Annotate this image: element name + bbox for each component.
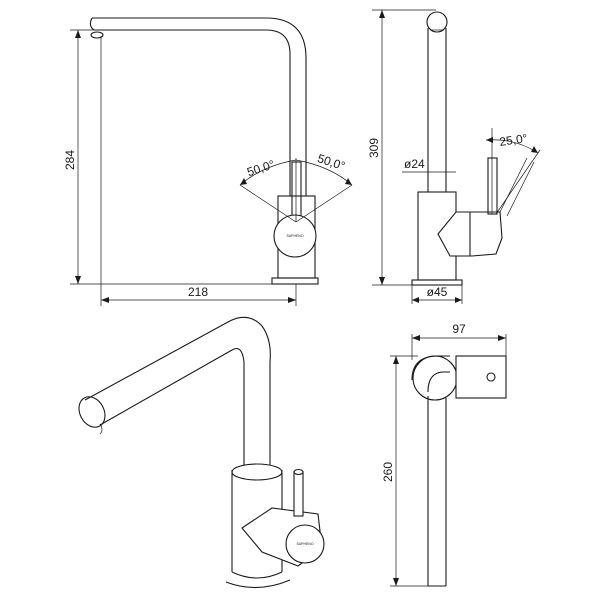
side-lever-tilted xyxy=(506,161,535,217)
iso-cartridge-cap xyxy=(285,524,325,564)
side-arrow xyxy=(412,297,419,303)
side-height-label: 309 xyxy=(367,138,381,158)
front-arrow xyxy=(75,30,81,38)
front-angle-line-left xyxy=(239,184,297,223)
side-angle-label: 25,0° xyxy=(499,131,529,149)
top-spout-bend-outer xyxy=(411,355,450,381)
iso-spout-aerator xyxy=(99,423,103,435)
front-arrow xyxy=(240,178,247,185)
iso-body-bottom xyxy=(231,571,283,579)
front-spout-aerator xyxy=(90,31,104,39)
top-arrow xyxy=(498,335,506,341)
iso-lever-top xyxy=(293,468,304,476)
top-width-label: 97 xyxy=(452,322,466,336)
front-angle-left-label: 50,0° xyxy=(245,157,276,179)
iso-spout-lower xyxy=(99,347,245,470)
front-cartridge-cap xyxy=(273,214,317,258)
front-spout-outer xyxy=(92,17,307,196)
front-brand-mark: SAPHENO xyxy=(286,234,303,238)
top-length-label: 260 xyxy=(381,462,395,482)
top-body-ring xyxy=(412,355,458,401)
side-arrow xyxy=(531,146,538,153)
side-base-plate xyxy=(411,279,463,286)
side-arrow xyxy=(379,277,385,285)
front-angle-line-right xyxy=(295,184,353,223)
side-arrow xyxy=(379,10,385,18)
front-base-plate xyxy=(271,277,319,285)
side-spout-diameter-label: ø24 xyxy=(404,157,425,171)
front-arrow xyxy=(345,178,352,185)
top-handle-block xyxy=(455,355,507,399)
side-angle-line xyxy=(495,149,541,215)
front-arrow xyxy=(101,297,109,303)
top-arrow xyxy=(412,335,420,341)
side-lever xyxy=(487,157,498,215)
front-arrow xyxy=(288,297,296,303)
front-spout-tip xyxy=(89,17,95,31)
side-arrow xyxy=(455,297,462,303)
side-spout-top xyxy=(426,11,448,33)
side-view: 25,0° ø24 ø45 309 xyxy=(367,9,541,304)
iso-spout-upper xyxy=(84,316,271,470)
front-height-label: 284 xyxy=(63,150,77,170)
front-spout-inner xyxy=(94,29,291,196)
iso-base-plate xyxy=(225,579,291,589)
iso-brand-mark: SAPHENO xyxy=(296,542,313,546)
side-lever-tilted xyxy=(499,157,528,213)
front-arrow xyxy=(75,276,81,284)
front-view: SAPHENO 50,0° 50,0° 284 218 xyxy=(63,17,353,306)
iso-body-top xyxy=(231,463,283,481)
iso-lever xyxy=(293,471,304,517)
top-lever-hole xyxy=(486,372,496,382)
iso-spout-outlet xyxy=(78,396,106,428)
front-width-label: 218 xyxy=(188,285,208,299)
front-lever xyxy=(291,161,302,221)
isometric-view: SAPHENO xyxy=(78,316,325,589)
top-view: 97 260 xyxy=(381,322,507,587)
side-arrow xyxy=(486,137,493,143)
side-base-diameter-label: ø45 xyxy=(427,285,448,299)
top-spout-bend-inner xyxy=(427,371,450,393)
top-arrow xyxy=(393,356,399,364)
front-angle-right-label: 50,0° xyxy=(316,151,347,173)
top-arrow xyxy=(393,578,399,586)
